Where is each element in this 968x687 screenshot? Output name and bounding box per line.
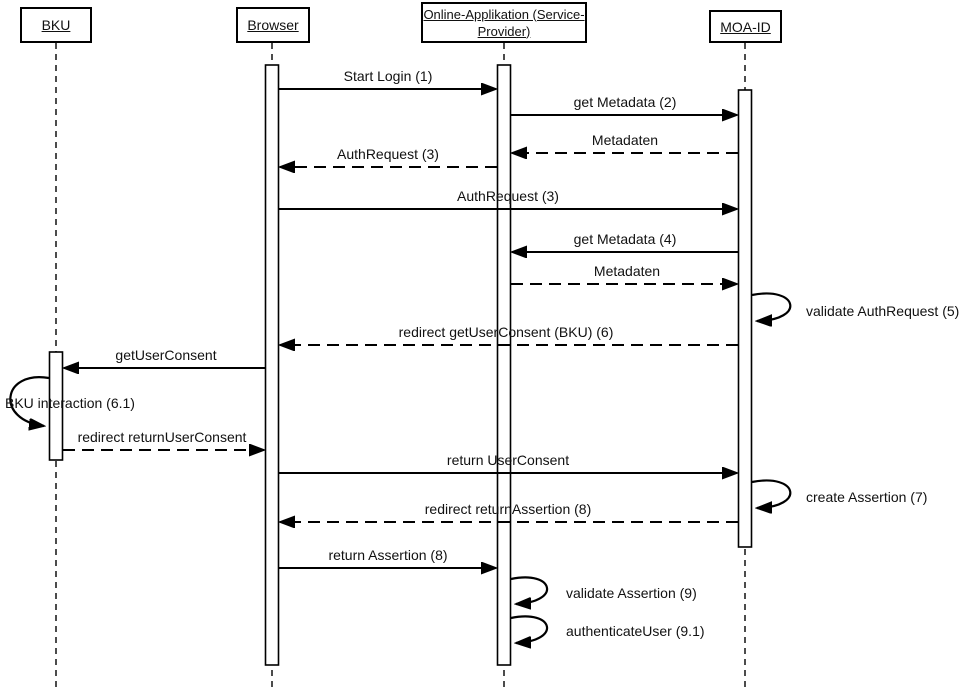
message-label-return-userconsent: return UserConsent <box>446 452 570 468</box>
actor-label-bku: BKU <box>41 17 71 33</box>
activation-bar-online-applikation <box>496 64 512 666</box>
actor-label-online-applikation-line2: Provider) <box>477 23 531 39</box>
message-label-redirect-getuserconsent: redirect getUserConsent (BKU) (6) <box>398 324 614 340</box>
message-label-validate-authrequest: validate AuthRequest (5) <box>806 303 960 319</box>
message-label-validate-assertion: validate Assertion (9) <box>566 585 697 601</box>
message-label-authrequest-3-to-browser: AuthRequest (3) <box>337 146 439 162</box>
actor-box-online-applikation: Online-Applikation (Service- Provider) <box>421 2 587 43</box>
message-label-metadaten-to-oa: Metadaten <box>591 132 659 148</box>
actor-label-browser: Browser <box>247 17 299 33</box>
message-label-redirect-returnuserconsent: redirect returnUserConsent <box>77 429 247 445</box>
message-label-create-assertion: create Assertion (7) <box>806 489 928 505</box>
message-label-metadaten-to-moa: Metadaten <box>593 263 661 279</box>
selfloop-create-assertion <box>751 479 792 508</box>
message-label-getuserconsent: getUserConsent <box>115 347 217 363</box>
actor-box-bku: BKU <box>20 7 92 43</box>
actor-label-moa-id: MOA-ID <box>720 18 771 35</box>
message-label-authrequest-3-to-moa: AuthRequest (3) <box>457 188 559 204</box>
message-label-start-login: Start Login (1) <box>343 68 433 84</box>
message-label-bku-interaction: BKU interaction (6.1) <box>5 395 135 411</box>
activation-bar-browser <box>264 64 280 666</box>
message-label-get-metadata-4: get Metadata (4) <box>573 231 677 247</box>
selfloop-authenticateuser <box>510 615 548 643</box>
message-label-authenticateuser: authenticateUser (9.1) <box>566 623 705 639</box>
message-label-return-assertion: return Assertion (8) <box>328 547 448 563</box>
actor-label-online-applikation-line1: Online-Applikation (Service- <box>423 6 585 22</box>
selfloop-validate-assertion <box>510 576 548 604</box>
selfloop-bku-interaction <box>9 376 50 426</box>
message-label-redirect-returnassertion: redirect returnAssertion (8) <box>424 501 592 517</box>
activation-bar-bku <box>48 351 64 461</box>
selfloop-validate-authrequest <box>751 292 792 321</box>
actor-box-moa-id: MOA-ID <box>709 10 782 43</box>
message-label-get-metadata-2: get Metadata (2) <box>573 94 677 110</box>
actor-box-browser: Browser <box>236 7 310 43</box>
activation-bar-moa-id <box>737 89 753 548</box>
